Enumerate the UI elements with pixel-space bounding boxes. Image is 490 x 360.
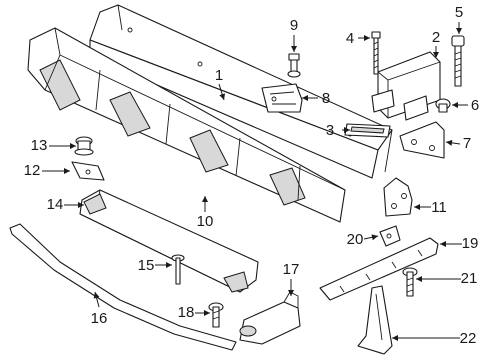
leader-arrowhead-7 [446,139,453,146]
leader-arrowhead-8 [302,95,308,101]
callout-15: 15 [138,257,155,274]
part-6-nut [435,98,451,113]
part-4-stud-bolt [371,31,381,75]
part-2-bracket [371,51,441,121]
part-17-mount-bracket [239,291,301,345]
part-14-lower-stiffener [79,189,259,293]
leader-arrowhead-16 [93,292,100,299]
part-1-reinforcement-beam [89,4,393,179]
leader-arrowhead-18 [204,310,210,316]
leader-arrowhead-12 [64,168,70,174]
part-13-bolt [74,136,94,156]
part-5-bolt [451,35,465,87]
leader-arrowhead-1 [219,93,226,100]
callout-4: 4 [346,30,354,47]
part-9-bolt [287,53,301,78]
part-19-side-rail [319,237,439,301]
part-12-clip [71,161,105,181]
part-20-clip [379,225,401,247]
callout-17: 17 [283,261,300,278]
callout-22: 22 [460,330,477,347]
leader-arrowhead-17 [288,290,294,296]
leader-arrowhead-6 [452,102,458,108]
part-15-pin [171,254,185,285]
callout-5: 5 [455,4,463,21]
callout-11: 11 [431,199,447,216]
part-10-energy-absorber [27,27,346,223]
callout-10: 10 [197,213,214,230]
leader-arrowhead-5 [456,28,462,34]
leader-arrowhead-14 [78,202,84,208]
leader-arrowhead-10 [202,196,208,202]
callout-7: 7 [463,135,471,152]
leader-arrowhead-20 [371,234,378,241]
leader-arrowhead-15 [166,262,172,268]
callout-8: 8 [322,90,330,107]
callout-16: 16 [91,310,108,327]
part-16-trim-strip [9,223,237,351]
leader-arrowhead-4 [364,35,370,41]
leader-arrowhead-19 [440,241,446,247]
callout-21: 21 [461,270,478,287]
leader-arrowhead-3 [344,127,350,133]
leader-arrowhead-22 [392,335,398,341]
leader-arrowhead-21 [416,276,422,282]
callout-6: 6 [471,97,479,114]
callout-19: 19 [462,235,479,252]
callout-9: 9 [290,17,298,34]
callout-13: 13 [31,137,48,154]
leader-arrowhead-13 [70,143,76,149]
part-7-side-bracket [399,121,445,159]
callout-leaders [42,22,468,341]
leader-arrowhead-11 [414,204,420,210]
leader-arrowhead-2 [433,52,439,58]
callout-labels: 1 2 3 4 5 6 7 8 9 10 11 12 13 14 15 16 1… [24,4,480,347]
part-8-clip-bracket [261,83,303,113]
part-11-lower-bracket [383,177,413,217]
callout-2: 2 [432,29,440,46]
callout-18: 18 [178,304,195,321]
callout-1: 1 [215,67,223,84]
part-3-pad [344,123,391,138]
callout-20: 20 [347,231,364,248]
leader-arrowhead-9 [291,46,297,52]
callout-12: 12 [24,162,41,179]
callout-14: 14 [47,196,64,213]
part-22-support-leg [357,285,393,355]
callout-3: 3 [326,122,334,139]
part-18-bolt [208,302,224,328]
part-21-bolt [402,267,418,297]
